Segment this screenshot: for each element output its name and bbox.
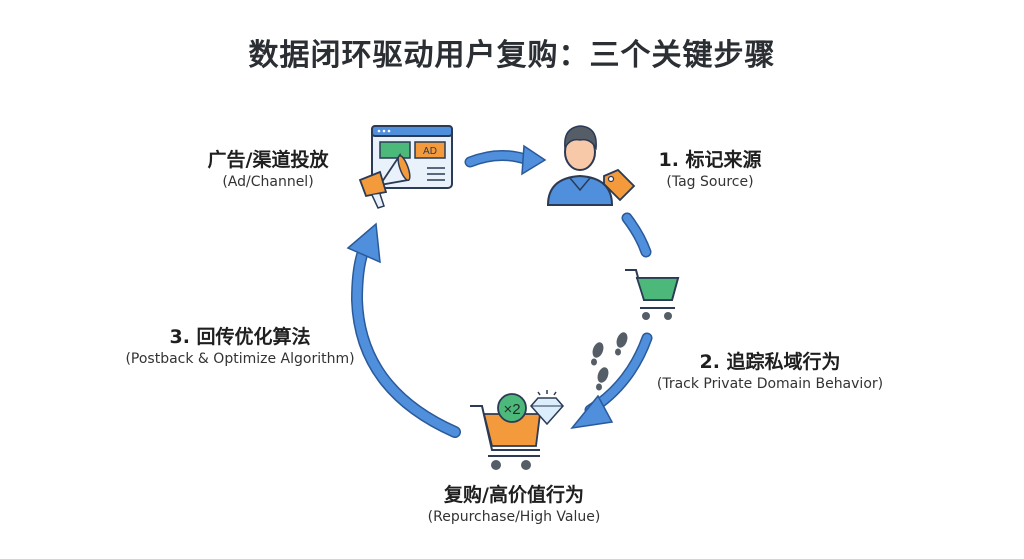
node-ad-channel-title: 广告/渠道投放 xyxy=(207,149,329,171)
step1-title: 1. 标记来源 xyxy=(658,149,762,171)
step3-subtitle: (Postback & Optimize Algorithm) xyxy=(125,351,355,367)
step3-title: 3. 回传优化算法 xyxy=(169,326,311,348)
repurchase-subtitle: (Repurchase/High Value) xyxy=(427,509,601,525)
user-tag-icon xyxy=(546,125,636,206)
step2-subtitle: (Track Private Domain Behavior) xyxy=(656,376,884,392)
node-step3: 3. 回传优化算法 (Postback & Optimize Algorithm… xyxy=(105,322,375,367)
page-title: 数据闭环驱动用户复购：三个关键步骤 xyxy=(248,38,776,73)
multiplier-badge: ×2 xyxy=(503,401,520,418)
arrow-user-to-cart xyxy=(621,212,652,258)
ad-megaphone-icon: AD xyxy=(358,125,453,209)
cart-diamond-icon: ×2 xyxy=(470,390,564,470)
node-step2: 2. 追踪私域行为 (Track Private Domain Behavior… xyxy=(640,347,900,392)
node-ad-channel: 广告/渠道投放 (Ad/Channel) xyxy=(188,145,348,190)
repurchase-title: 复购/高价值行为 xyxy=(444,484,584,506)
arrow-cart-to-repurchase xyxy=(570,332,653,430)
node-ad-channel-subtitle: (Ad/Channel) xyxy=(222,174,314,190)
step1-subtitle: (Tag Source) xyxy=(666,174,754,190)
arrow-repurchase-to-ad xyxy=(346,222,461,438)
ad-badge: AD xyxy=(423,146,437,157)
node-step1: 1. 标记来源 (Tag Source) xyxy=(640,145,780,190)
arrow-ad-to-user xyxy=(464,144,547,176)
green-cart-icon xyxy=(625,269,680,320)
footprints-icon xyxy=(591,332,628,391)
step2-title: 2. 追踪私域行为 xyxy=(699,351,841,373)
node-repurchase: 复购/高价值行为 (Repurchase/High Value) xyxy=(404,480,624,525)
